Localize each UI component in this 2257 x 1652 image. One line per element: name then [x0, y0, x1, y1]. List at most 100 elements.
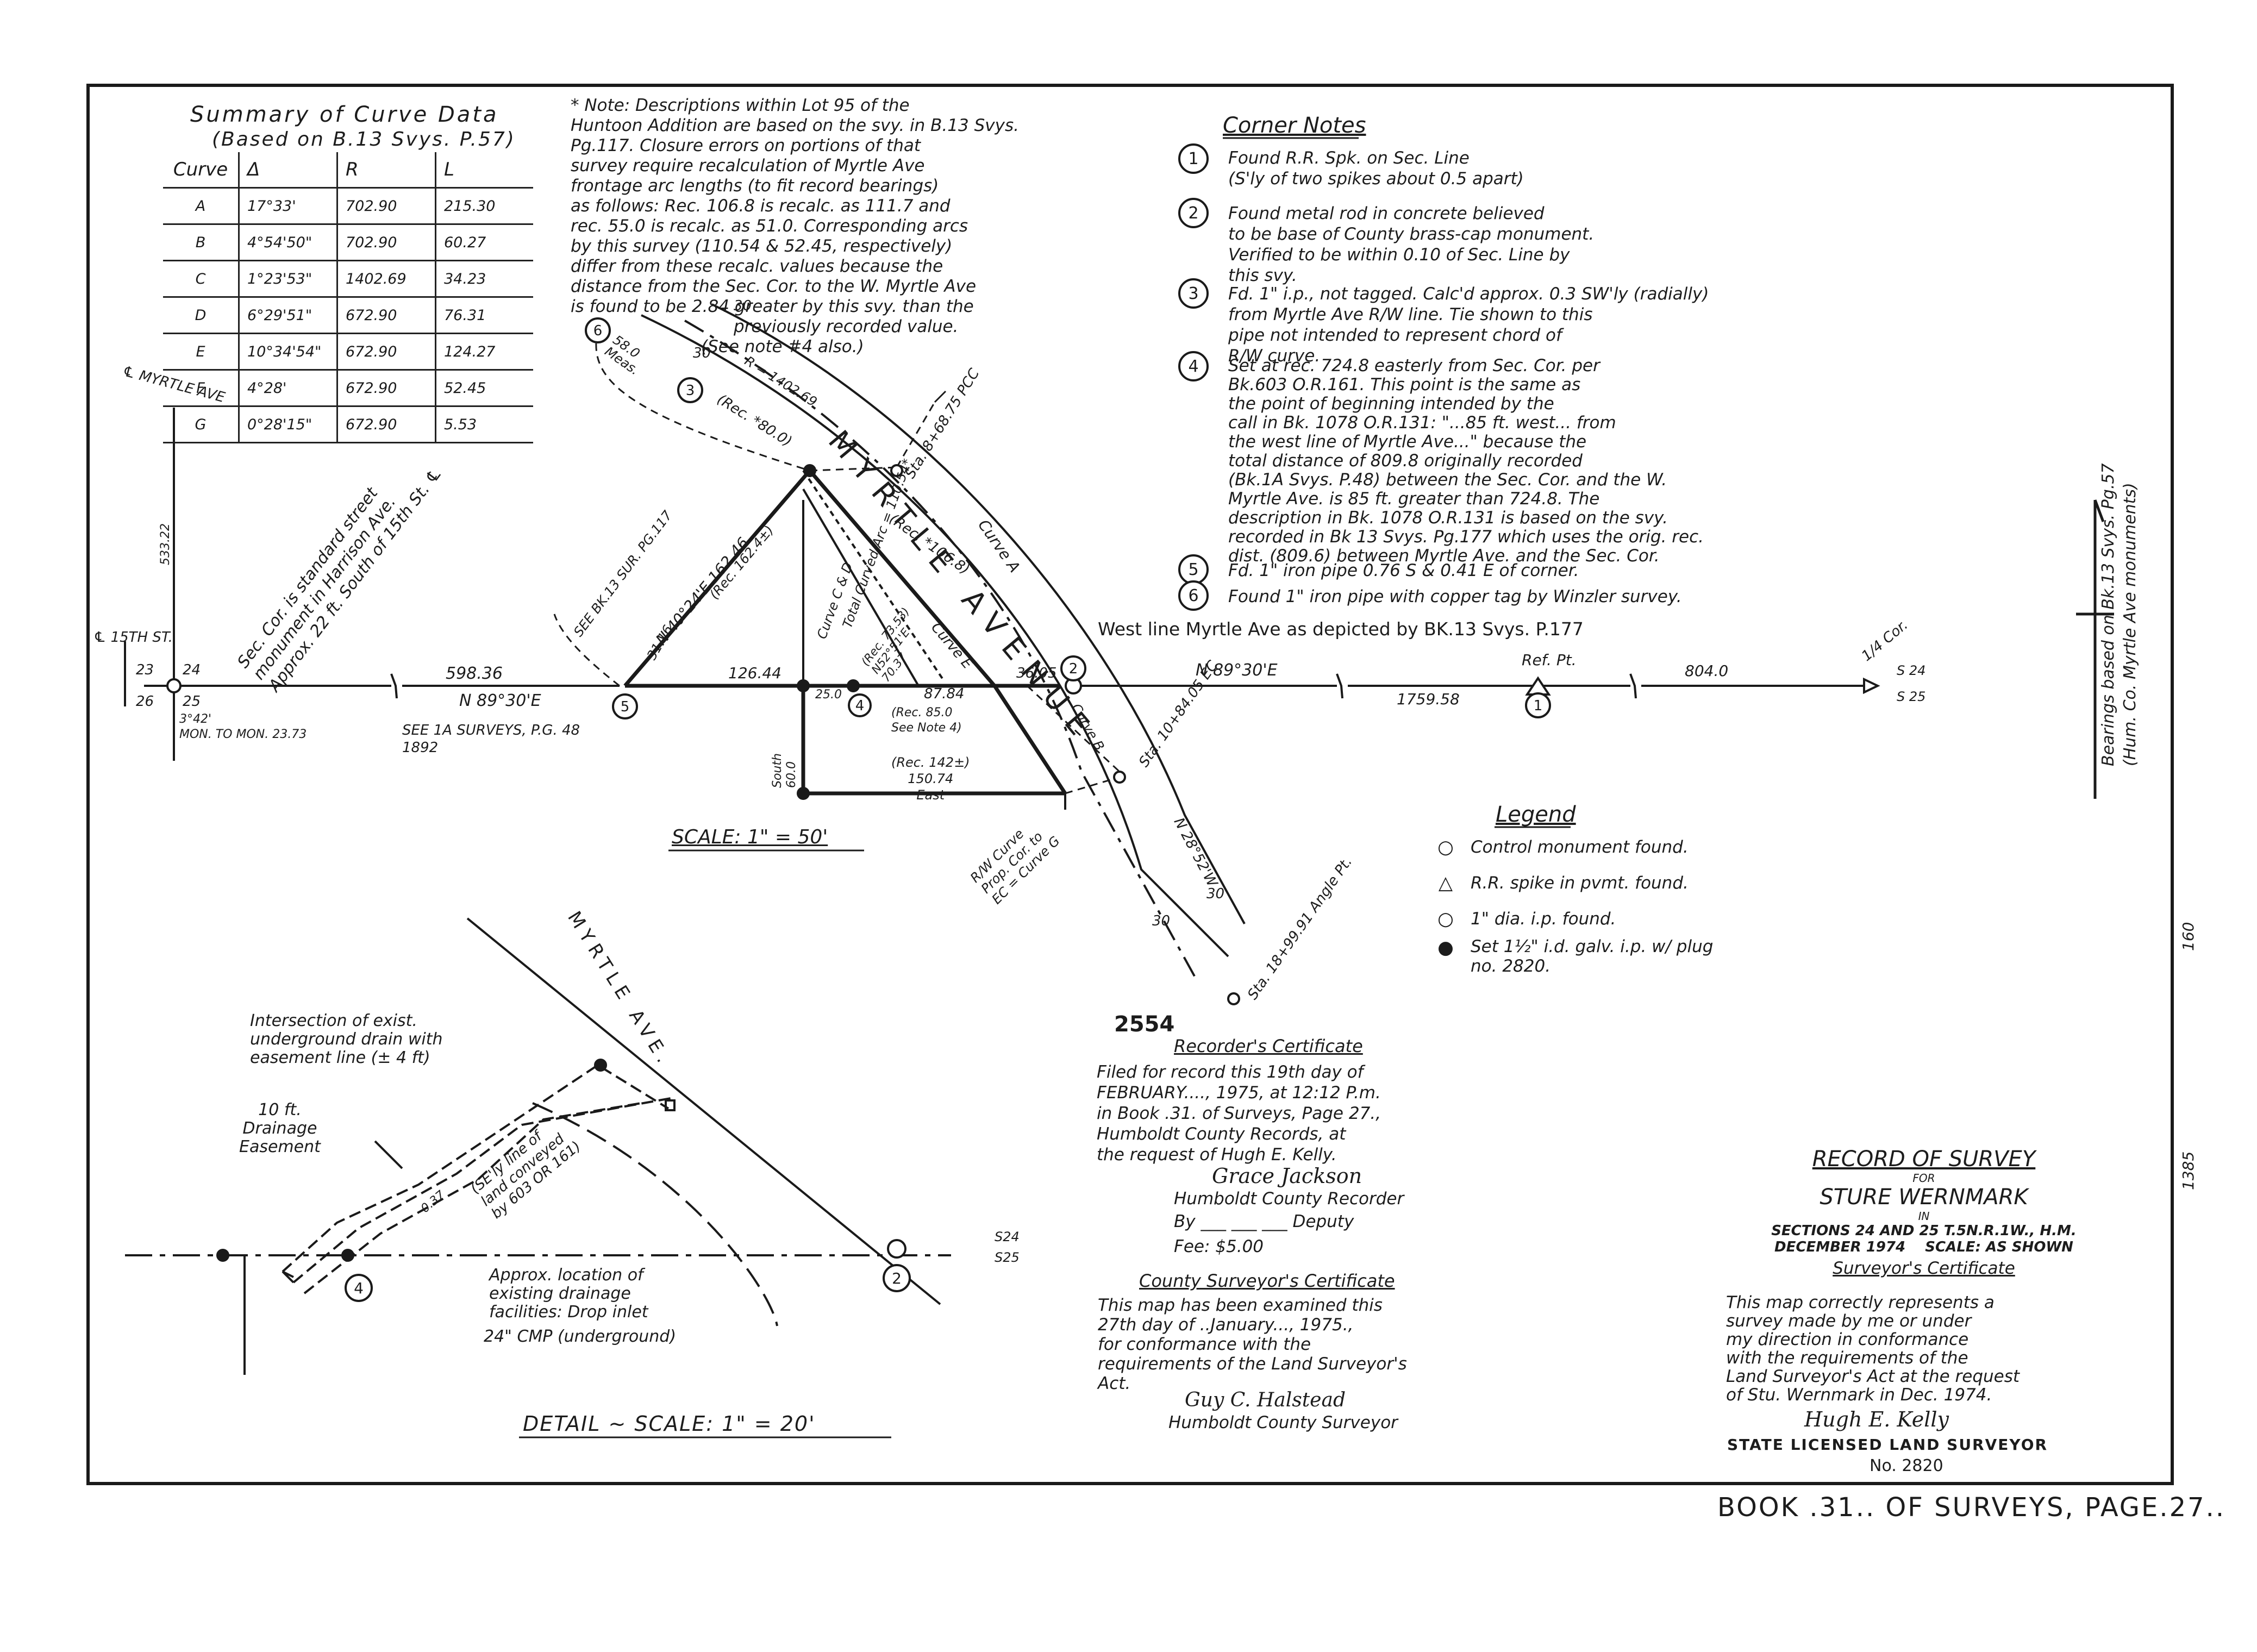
note-line: previously recorded value.: [734, 317, 959, 336]
curve-summary-title: Summary of Curve Data: [190, 102, 499, 127]
svg-text:5: 5: [1188, 560, 1198, 579]
south-600-label: South 60.0: [771, 753, 798, 788]
corner-note-5: Fd. 1" iron pipe 0.76 S & 0.41 E of corn…: [1228, 561, 1579, 580]
svg-text:1: 1: [1188, 149, 1198, 168]
curve-cell: 1402.69: [336, 260, 436, 298]
sheet-border: [86, 84, 2174, 1485]
filled-circle-icon: ●: [1437, 937, 1454, 959]
main-scale-label: SCALE: 1" = 50': [672, 826, 828, 848]
margin-number-1385: 1385: [2179, 1151, 2197, 1190]
width-30-label: 30: [1206, 886, 1225, 902]
svg-text:2: 2: [1188, 204, 1198, 223]
curve-cell: 34.23: [435, 260, 533, 298]
curve-cell: 17°33': [238, 187, 338, 225]
triangle-icon: △: [1438, 872, 1453, 894]
curve-cell: F: [163, 369, 240, 407]
curve-cell: 672.90: [336, 405, 436, 443]
note-line: distance from the Sec. Cor. to the W. My…: [571, 277, 977, 296]
circle-icon: ○: [1437, 836, 1454, 858]
surveyor-license-no: No. 2820: [1870, 1456, 1943, 1475]
distance-250: 25.0: [815, 688, 842, 702]
title-line: SECTIONS 24 AND 25 T.5N.R.1W., H.M.: [1771, 1223, 2077, 1239]
legend-item: △ R.R. spike in pvmt. found.: [1435, 865, 1713, 901]
detail-drainage-label: 10 ft. Drainage Easement: [239, 1100, 321, 1156]
s24-label: S 24: [1897, 663, 1926, 678]
bearing-left-label: N 89°30'E: [459, 691, 541, 710]
curve-header-cell: Δ: [238, 152, 338, 189]
curve-cell: 702.90: [336, 187, 436, 225]
legend-title: Legend: [1496, 802, 1576, 827]
ref-pt-label: Ref. Pt.: [1522, 651, 1577, 669]
note-number-digits: 1 2 3 4 5 6: [1188, 149, 1198, 605]
title-line: RECORD OF SURVEY: [1812, 1147, 2036, 1172]
legend-label: Set 1½" i.d. galv. i.p. w/ plug no. 2820…: [1471, 937, 1714, 976]
underlines: [519, 137, 1571, 1438]
svg-text:6: 6: [593, 323, 603, 339]
legend-list: ○Control monument found. △R.R. spike in …: [1435, 829, 1713, 986]
west-line-label: West line Myrtle Ave as depicted by BK.1…: [1098, 618, 1584, 640]
fifteenth-st-label: ℄ 15TH ST.: [93, 629, 173, 646]
curve-cell: 4°54'50": [238, 223, 338, 261]
recorder-signature: Grace Jackson: [1212, 1164, 1362, 1188]
curve-cell: E: [163, 333, 240, 371]
recorder-number: 2554: [1114, 1012, 1175, 1037]
surveyor-cert-text: This map correctly represents a survey m…: [1726, 1293, 2020, 1405]
svg-text:1: 1: [1534, 698, 1543, 714]
county-surveyor-signature: Guy C. Halstead: [1185, 1389, 1346, 1411]
svg-text:6: 6: [1188, 586, 1198, 605]
mon-to-mon-label: 3°42' MON. TO MON. 23.73: [179, 712, 307, 741]
detail-circle-digits: 4 2: [354, 1269, 902, 1297]
curve-cell: B: [163, 223, 240, 261]
curve-cell: 52.45: [435, 369, 533, 407]
title-line: IN: [1918, 1210, 1930, 1223]
curve-cell: 672.90: [336, 296, 436, 334]
curve-cell: C: [163, 260, 240, 298]
distance-8784: 87.84: [924, 686, 965, 702]
book-page-footer: BOOK .31.. OF SURVEYS, PAGE.27..: [1717, 1492, 2226, 1523]
see-1a-label: SEE 1A SURVEYS, P.G. 48 1892: [402, 722, 580, 756]
bearing-arrow: [2076, 499, 2114, 799]
distance-53322: 533.22: [159, 523, 172, 565]
legend-label: R.R. spike in pvmt. found.: [1471, 873, 1689, 893]
svg-text:2: 2: [1069, 661, 1078, 677]
curve-cell: 60.27: [435, 223, 533, 261]
curve-cell: 76.31: [435, 296, 533, 334]
recorder-by: By ___ ___ ___ Deputy: [1174, 1212, 1354, 1231]
curve-summary-subtitle: (Based on B.13 Svys. P.57): [212, 128, 516, 151]
note-line: survey require recalculation of Myrtle A…: [571, 156, 925, 176]
bearings-note: Bearings based on Bk.13 Svys. Pg.57 (Hum…: [2099, 463, 2140, 766]
note-line: Huntoon Addition are based on the svy. i…: [571, 116, 1019, 135]
note-line: as follows: Rec. 106.8 is recalc. as 111…: [571, 196, 951, 216]
recorder-text: Filed for record this 19th day of FEBRUA…: [1097, 1062, 1381, 1165]
curve-cell: 124.27: [435, 333, 533, 371]
detail-approx-label: Approx. location of existing drainage fa…: [489, 1266, 648, 1322]
surveyor-signature: Hugh E. Kelly: [1804, 1407, 1949, 1431]
circle-icon: ○: [1437, 908, 1454, 930]
svg-text:4: 4: [1188, 357, 1198, 376]
legend-label: 1" dia. i.p. found.: [1471, 909, 1616, 929]
corner-note-6: Found 1" iron pipe with copper tag by Wi…: [1228, 587, 1682, 606]
corner-note-1: Found R.R. Spk. on Sec. Line (S'ly of tw…: [1228, 148, 1524, 189]
detail-markers: [216, 1059, 911, 1302]
curve-cell: 0°28'15": [238, 405, 338, 443]
svg-text:2: 2: [892, 1269, 902, 1287]
curve-cell: 672.90: [336, 333, 436, 371]
svg-text:5: 5: [621, 699, 630, 715]
curve-cell: 1°23'53": [238, 260, 338, 298]
note-line: * Note: Descriptions within Lot 95 of th…: [571, 96, 910, 115]
recorder-fee: Fee: $5.00: [1174, 1237, 1264, 1256]
corner-markers: [166, 464, 1880, 1005]
curve-cell: 10°34'54": [238, 333, 338, 371]
svg-text:4: 4: [354, 1279, 364, 1297]
distance-8040: 804.0: [1685, 662, 1729, 680]
curve-header-cell: Curve: [163, 152, 240, 189]
curve-cell: 702.90: [336, 223, 436, 261]
curve-table-header: Curve Δ R L: [163, 152, 533, 189]
width-30-label: 30: [1152, 913, 1171, 929]
curve-cell: D: [163, 296, 240, 334]
